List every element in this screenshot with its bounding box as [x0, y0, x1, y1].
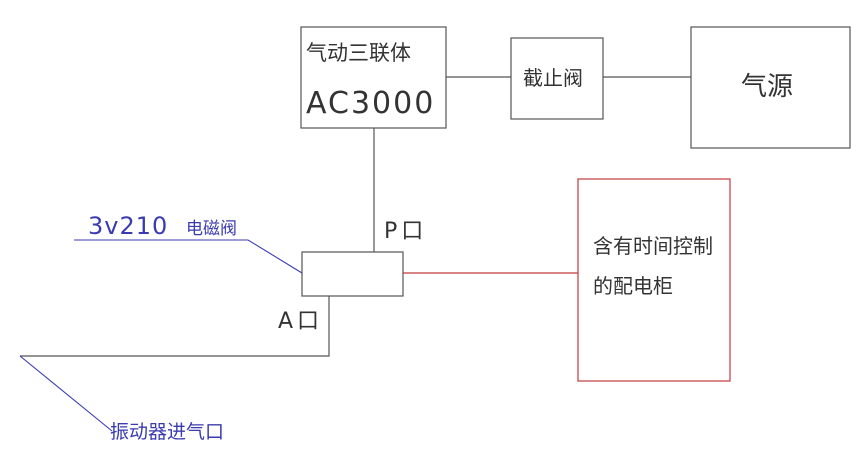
air-source-box	[690, 26, 851, 149]
frl-unit-model: AC3000	[306, 86, 435, 121]
control-cabinet-line1: 含有时间控制	[593, 234, 713, 258]
air-source-label: 气源	[741, 72, 793, 102]
port-p-label: P口	[384, 219, 427, 244]
pipe-to-vibrator	[20, 296, 330, 357]
shutoff-valve-label: 截止阀	[523, 66, 583, 90]
control-cabinet-box	[577, 178, 731, 382]
vibrator-leader-line	[19, 355, 113, 432]
vibrator-inlet-label: 振动器进气口	[110, 421, 224, 443]
solenoid-valve-box	[301, 251, 404, 297]
shutoff-valve-box	[510, 37, 604, 120]
solenoid-leader-line	[74, 239, 303, 274]
frl-unit-name: 气动三联体	[306, 41, 411, 65]
port-a-label: A口	[278, 309, 323, 334]
control-cabinet-line2: 的配电柜	[593, 274, 673, 298]
solenoid-model-label: 3v210	[88, 212, 168, 240]
solenoid-text-label: 电磁阀	[186, 219, 237, 239]
